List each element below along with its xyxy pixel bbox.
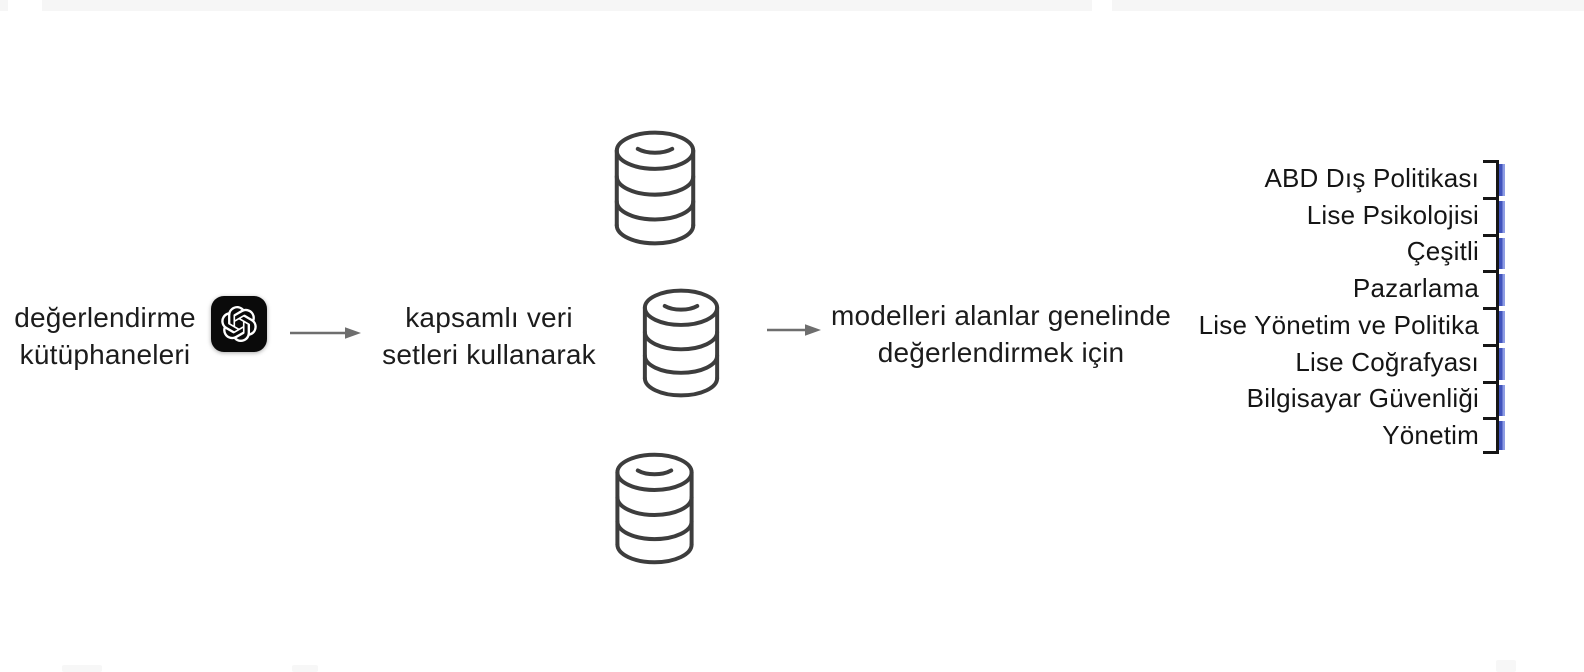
openai-knot-glyph bbox=[221, 306, 257, 342]
subject-item: Lise Yönetim ve Politika bbox=[1198, 307, 1505, 344]
database-icon-bottom bbox=[615, 452, 694, 565]
bracket-highlight-icon bbox=[1483, 307, 1505, 344]
subject-label: Lise Psikolojisi bbox=[1306, 199, 1479, 230]
source-label-line2: kütüphaneleri bbox=[19, 339, 191, 370]
datasets-label: kapsamlı veri setleri kullanarak bbox=[372, 299, 606, 373]
bottom-edge-artifact bbox=[62, 665, 102, 672]
subject-label: Yönetim bbox=[1382, 420, 1479, 451]
evaluate-label-line2: değerlendirmek için bbox=[877, 337, 1125, 368]
database-icon-middle bbox=[642, 288, 720, 398]
top-edge-artifact bbox=[1112, 0, 1584, 11]
top-edge-artifact bbox=[42, 0, 1092, 11]
bracket-highlight-icon bbox=[1483, 196, 1505, 234]
source-label: değerlendirme kütüphaneleri bbox=[2, 299, 208, 373]
evaluate-label-line1: modelleri alanlar genelinde bbox=[830, 300, 1172, 331]
subject-item: Lise Coğrafyası bbox=[1199, 343, 1505, 381]
subject-item: ABD Dış Politikası bbox=[1199, 160, 1505, 197]
bracket-highlight-icon bbox=[1483, 343, 1505, 381]
arrow-right-icon bbox=[289, 324, 363, 342]
subject-label: Lise Yönetim ve Politika bbox=[1198, 309, 1479, 340]
datasets-label-line2: setleri kullanarak bbox=[382, 339, 596, 370]
bracket-highlight-icon bbox=[1483, 233, 1505, 271]
subject-item: Yönetim bbox=[1199, 417, 1505, 454]
subject-item: Bilgisayar Güvenliği bbox=[1199, 380, 1505, 418]
database-icon-top bbox=[614, 130, 696, 246]
bracket-highlight-icon bbox=[1483, 380, 1505, 418]
bottom-edge-artifact bbox=[1496, 660, 1516, 672]
subject-label: Lise Coğrafyası bbox=[1295, 346, 1479, 377]
subject-label: ABD Dış Politikası bbox=[1264, 162, 1479, 193]
datasets-label-line1: kapsamlı veri bbox=[405, 302, 573, 333]
subject-label: Çeşitli bbox=[1406, 236, 1479, 267]
subject-list: ABD Dış Politikası Lise Psikolojisi Çeşi… bbox=[1198, 160, 1505, 454]
source-label-line1: değerlendirme bbox=[14, 302, 196, 333]
openai-logo-icon bbox=[211, 296, 267, 352]
bottom-edge-artifact bbox=[292, 665, 318, 672]
subject-label: Pazarlama bbox=[1352, 273, 1479, 304]
bracket-highlight-icon bbox=[1483, 417, 1505, 454]
subject-item: Lise Psikolojisi bbox=[1199, 196, 1505, 234]
subject-item: Pazarlama bbox=[1199, 270, 1505, 307]
bracket-highlight-icon bbox=[1483, 160, 1505, 197]
subject-label: Bilgisayar Güvenliği bbox=[1246, 383, 1479, 414]
evaluate-label: modelleri alanlar genelinde değerlendirm… bbox=[826, 297, 1176, 371]
top-edge-artifact bbox=[0, 0, 8, 11]
subject-item: Çeşitli bbox=[1199, 233, 1505, 271]
arrow-right-icon bbox=[766, 321, 822, 339]
bracket-highlight-icon bbox=[1483, 270, 1505, 307]
